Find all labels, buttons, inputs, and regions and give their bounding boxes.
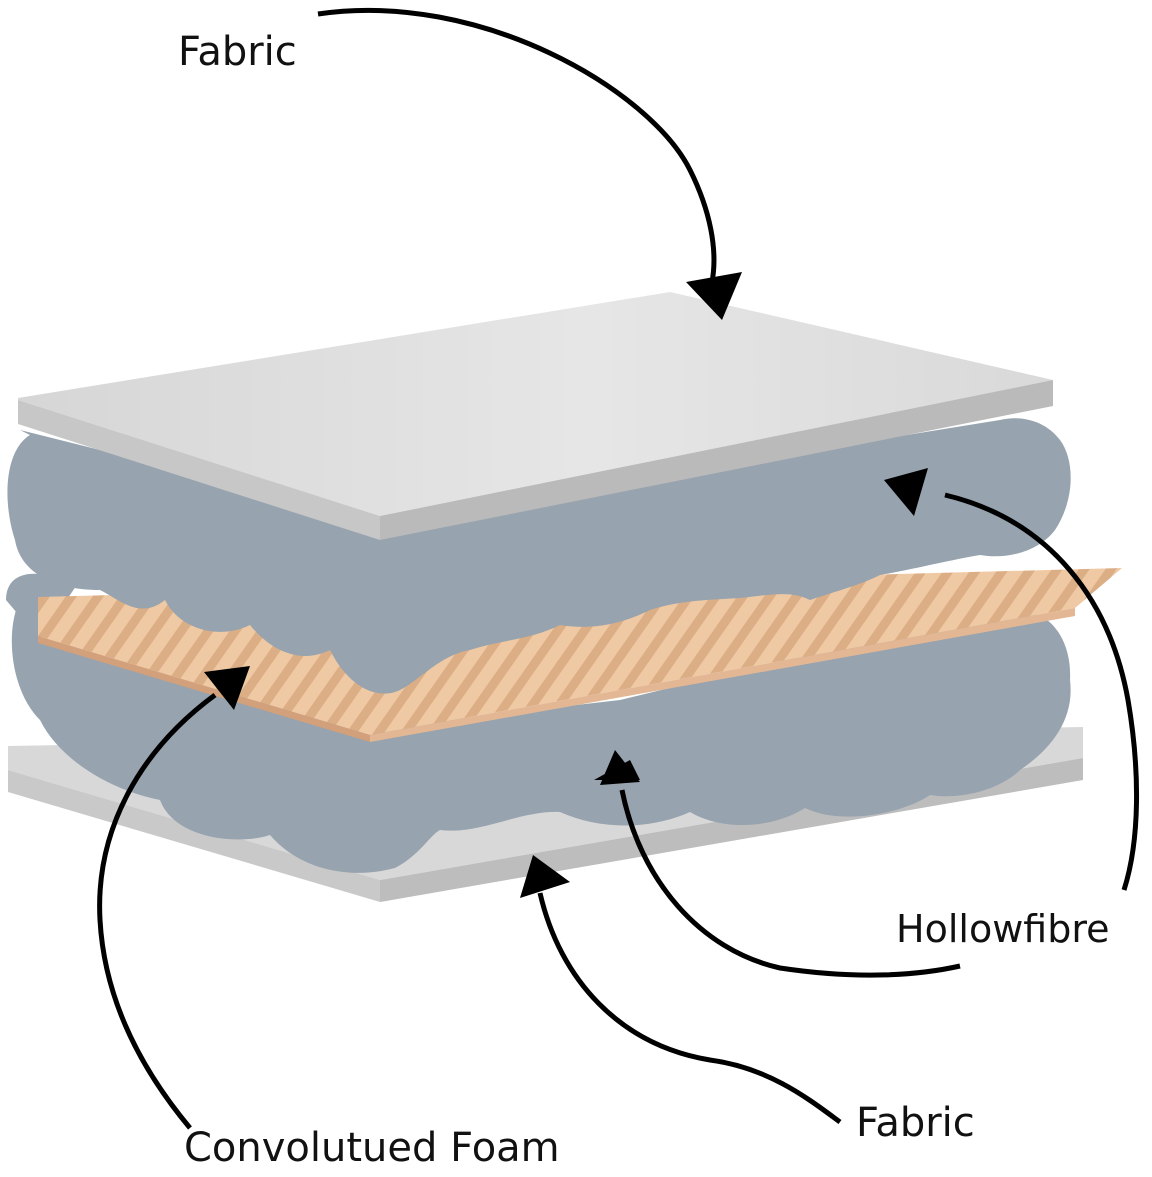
label-convoluted-foam: Convolutued Foam [184, 1125, 560, 1171]
arrow-hollowfibre-upper [884, 468, 1140, 891]
fabric-top-layer [18, 292, 1053, 540]
label-fabric-bottom: Fabric [856, 1100, 975, 1146]
label-hollowfibre: Hollowfibre [896, 907, 1110, 951]
arrow-hollowfibre-lower [594, 750, 961, 978]
hollowfibre-upper-layer [7, 418, 1071, 694]
arrow-fabric-top [317, 7, 742, 320]
arrow-fabric-bottom [520, 855, 842, 1125]
arrow-convoluted-foam [97, 666, 250, 1130]
label-fabric-top: Fabric [178, 29, 297, 75]
